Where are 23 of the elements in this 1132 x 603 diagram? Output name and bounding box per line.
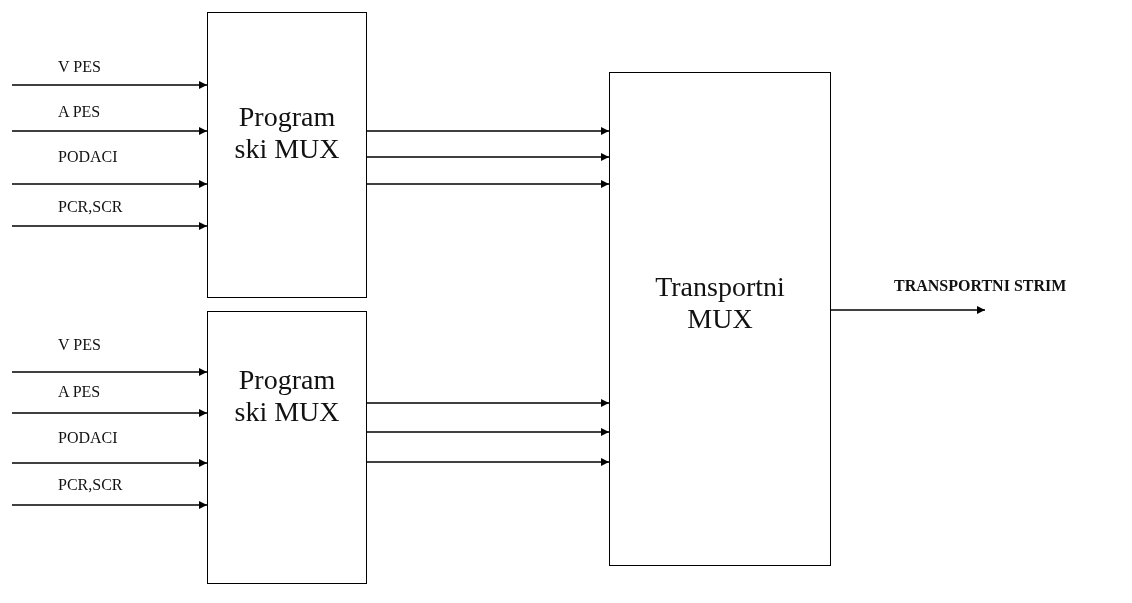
box-label: Transportni MUX: [654, 271, 786, 336]
arrow: [11, 459, 208, 467]
arrow: [11, 222, 208, 230]
arrow: [11, 180, 208, 188]
arrow: [366, 153, 610, 161]
multiplexer-box: [207, 311, 367, 584]
arrow: [11, 501, 208, 509]
arrow: [366, 127, 610, 135]
box-label: Program ski MUX: [233, 364, 341, 429]
arrow: [366, 428, 610, 436]
arrow: [11, 368, 208, 376]
arrow: [11, 127, 208, 135]
signal-label: PCR,SCR: [57, 476, 124, 494]
multiplexer-box: [609, 72, 831, 566]
arrow: [830, 306, 986, 314]
arrow: [11, 409, 208, 417]
signal-label: PCR,SCR: [57, 198, 124, 216]
arrow: [366, 180, 610, 188]
arrow: [366, 399, 610, 407]
multiplexer-box: [207, 12, 367, 298]
arrow: [11, 81, 208, 89]
arrow: [366, 458, 610, 466]
box-label: Program ski MUX: [233, 101, 341, 166]
